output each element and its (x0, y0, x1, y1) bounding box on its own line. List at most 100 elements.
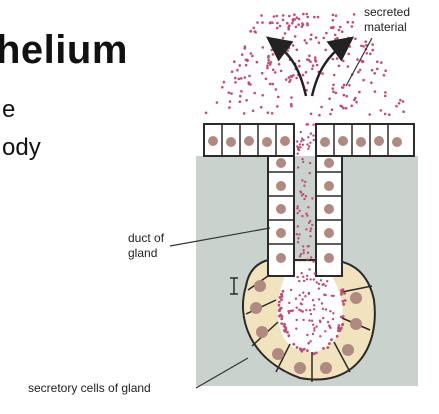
secretion-dot (281, 18, 285, 22)
secretion-dot (380, 61, 383, 64)
secretion-dot (309, 112, 313, 116)
secretion-dot (295, 346, 299, 349)
secretion-dot (312, 352, 316, 356)
secretion-dot (371, 43, 375, 46)
secretion-dot (401, 100, 405, 103)
secretion-dot (314, 351, 318, 355)
secretion-dot (307, 147, 310, 150)
secretion-dot (305, 309, 308, 312)
secretion-dot (306, 143, 309, 146)
secretion-dot (384, 69, 387, 72)
secretion-dot (297, 166, 300, 169)
secretion-dot (278, 300, 281, 304)
secretion-dot (317, 41, 321, 44)
secretion-dot (296, 145, 299, 148)
secretion-dot (332, 312, 335, 315)
secretion-dot (267, 36, 270, 40)
secretion-dot (339, 25, 342, 29)
secretion-dot (340, 30, 344, 33)
secretion-dot (330, 338, 333, 342)
secretion-dot (276, 54, 279, 57)
secretion-dot (309, 312, 313, 316)
secretion-dot (300, 272, 303, 275)
secretion-dot (309, 60, 312, 64)
secretion-dot (320, 105, 323, 109)
secretion-dot (312, 278, 315, 281)
i-beam-cursor-icon (230, 277, 238, 295)
secretion-dot (292, 342, 296, 346)
secretion-dot (298, 64, 301, 68)
label-material: material (364, 20, 407, 34)
secretion-dot (298, 233, 301, 236)
secretion-dot (328, 97, 331, 100)
secretion-dot (324, 308, 328, 311)
secretion-dot (302, 275, 305, 278)
secretion-dot (289, 75, 293, 78)
secretion-dot (269, 21, 272, 24)
secretion-arrows (266, 36, 354, 97)
secretion-dot (311, 299, 315, 302)
secretion-dot (395, 104, 398, 108)
secretion-dot (302, 160, 305, 164)
secretion-dot (338, 329, 342, 332)
secretion-dot (282, 45, 285, 49)
secretion-dot (287, 26, 290, 29)
slide-text-line-1: e (2, 96, 16, 123)
secretion-dot (288, 301, 291, 305)
secretion-dot (365, 52, 369, 55)
secretion-dot (271, 53, 275, 56)
secretion-dot (334, 37, 337, 41)
secretion-dot (305, 278, 309, 281)
secretion-dot (299, 253, 303, 256)
secretion-dot (321, 307, 325, 311)
secretion-dot (233, 60, 236, 63)
secretion-dot (341, 299, 345, 303)
secretion-dot (302, 318, 305, 322)
secretion-dot (242, 112, 246, 115)
secretion-dot (317, 282, 321, 286)
secretion-dot (361, 60, 364, 64)
secretion-dot (296, 275, 299, 279)
secretion-dot (261, 94, 265, 97)
secretion-dot (280, 298, 283, 302)
secretion-dot (304, 195, 308, 198)
label-duct-of: duct of (128, 231, 165, 245)
secretion-dot (271, 68, 275, 72)
secretion-dot (332, 83, 335, 87)
secretion-dot (309, 278, 312, 281)
secretion-dot (348, 84, 351, 87)
secretion-dot (302, 291, 305, 294)
secretion-dot (290, 104, 293, 108)
secretion-dot (267, 59, 271, 62)
secretion-dot (308, 309, 312, 312)
secretion-dot (297, 59, 301, 63)
secretion-dot (228, 106, 231, 109)
secretion-dot (324, 284, 327, 287)
secretion-dot (326, 346, 330, 349)
secretion-dot (266, 66, 269, 70)
secretion-dot (234, 81, 237, 84)
secretion-dot (293, 13, 296, 16)
secretion-dot (321, 72, 324, 75)
secretion-dot (287, 46, 291, 49)
secretion-dot (358, 68, 362, 72)
secretion-dot (279, 313, 283, 317)
secretion-dot (298, 255, 302, 258)
secretion-dot (399, 98, 402, 102)
secretion-dot (295, 306, 298, 309)
secretion-dot (343, 291, 346, 295)
secretion-dot (322, 347, 325, 350)
secretion-dot (276, 105, 279, 108)
secretion-dot (309, 132, 313, 135)
secretion-dot (246, 58, 249, 62)
secretion-dot (350, 104, 354, 108)
secretion-dot (309, 37, 313, 41)
secretion-dot (300, 140, 303, 143)
secretion-dot (323, 293, 326, 296)
secretion-dot (230, 92, 233, 95)
secretion-dot (309, 235, 312, 238)
secretion-dot (297, 237, 300, 240)
secretion-dot (306, 214, 309, 217)
secretion-dot (313, 56, 317, 59)
